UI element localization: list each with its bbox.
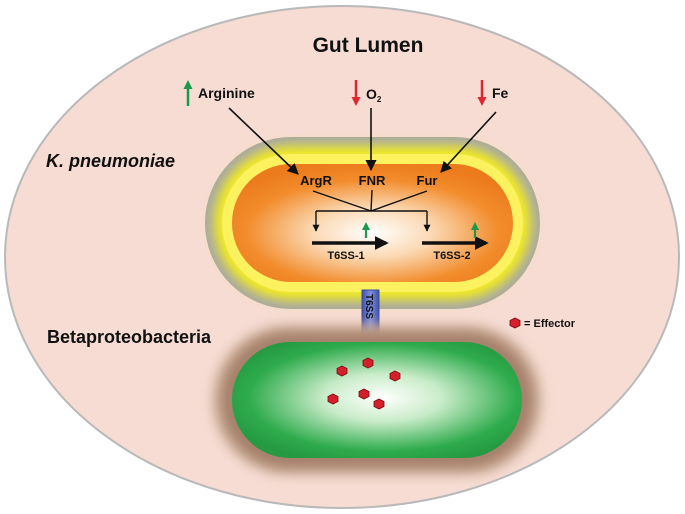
down-arrow-icon [351,80,361,106]
oxygen-label: O2 [366,86,382,104]
effector-hexagon [336,365,348,377]
kpneumoniae-label: K. pneumoniae [46,151,175,171]
down-arrow-icon [477,80,487,106]
signal-arginine: Arginine [183,80,255,106]
gene-t6ss1-label: T6SS-1 [327,250,364,262]
regulatory-convergence [312,189,431,232]
effector-legend: = Effector [509,317,576,330]
iron-label: Fe [492,85,509,101]
gene-t6ss2: T6SS-2 [422,222,489,262]
arrow-iron-fur [440,111,497,173]
effector-legend-icon [509,317,521,329]
effector-legend-label: = Effector [524,318,576,330]
signal-iron: Fe [477,80,509,106]
gut-lumen-title: Gut Lumen [313,34,424,57]
betaproteobacteria-label: Betaproteobacteria [47,327,212,347]
up-arrow-icon [183,80,193,106]
t6ss-injector-label: T6SS [363,294,374,319]
regulator-fur: Fur [417,173,438,188]
signal-oxygen: O2 [351,80,382,106]
effector-hexagon [389,370,401,382]
gene-t6ss1: T6SS-1 [312,222,389,262]
arrow-arginine-argr [228,107,299,175]
regulator-fnr: FNR [359,173,386,188]
gene-t6ss2-label: T6SS-2 [433,250,470,262]
kpneumoniae-cell [205,137,540,309]
effector-hexagon [362,357,374,369]
effector-hexagon [373,398,385,410]
arginine-label: Arginine [198,85,255,101]
up-arrow-icon [362,222,370,238]
regulator-argr: ArgR [300,173,332,188]
up-arrow-icon [471,222,479,238]
effector-group [327,357,401,410]
effector-hexagon [358,388,370,400]
effector-hexagon [327,393,339,405]
